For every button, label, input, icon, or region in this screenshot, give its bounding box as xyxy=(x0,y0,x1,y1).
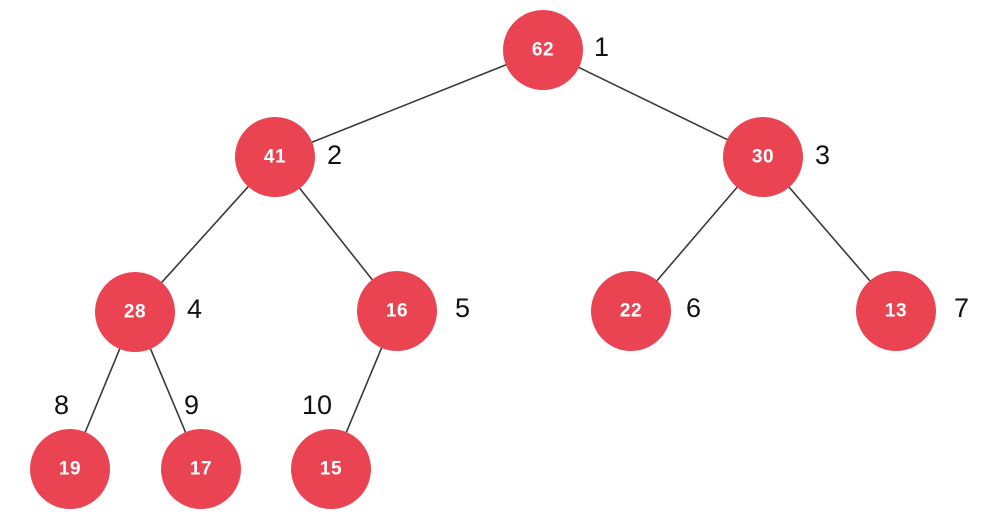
tree-node-index-label-9: 9 xyxy=(184,390,200,420)
tree-node-index-label-7: 7 xyxy=(954,293,970,323)
tree-node-index-label-6: 6 xyxy=(686,293,702,323)
tree-node-index-label-8: 8 xyxy=(54,390,70,420)
tree-edge xyxy=(345,346,383,434)
tree-node-value: 19 xyxy=(58,458,82,479)
tree-edge xyxy=(298,186,374,282)
tree-node-28[interactable]: 28 xyxy=(95,272,175,352)
tree-edge xyxy=(310,63,508,144)
tree-edge xyxy=(84,347,121,434)
tree-node-15[interactable]: 15 xyxy=(291,429,371,509)
tree-node-value: 41 xyxy=(263,146,287,167)
tree-node-22[interactable]: 22 xyxy=(591,271,671,351)
tree-node-index-label-2: 2 xyxy=(327,140,343,170)
tree-node-value: 16 xyxy=(385,300,409,321)
tree-node-value: 15 xyxy=(319,458,343,479)
tree-edge xyxy=(655,185,739,283)
tree-node-index-label-4: 4 xyxy=(187,294,203,324)
tree-edge xyxy=(149,347,187,434)
tree-node-index-label-5: 5 xyxy=(455,293,471,323)
tree-node-16[interactable]: 16 xyxy=(357,271,437,351)
tree-node-index-label-10: 10 xyxy=(302,390,333,420)
tree-node-value: 28 xyxy=(123,301,147,322)
tree-node-value: 30 xyxy=(751,146,775,167)
tree-node-value: 22 xyxy=(619,300,643,321)
tree-node-value: 17 xyxy=(189,458,213,479)
tree-edge xyxy=(577,66,729,141)
tree-node-19[interactable]: 19 xyxy=(30,429,110,509)
tree-node-13[interactable]: 13 xyxy=(856,271,936,351)
tree-node-17[interactable]: 17 xyxy=(161,429,241,509)
tree-node-62[interactable]: 62 xyxy=(503,10,583,90)
tree-edge xyxy=(160,185,250,284)
tree-node-index-label-1: 1 xyxy=(594,32,610,62)
tree-node-30[interactable]: 30 xyxy=(723,117,803,197)
tree-node-index-label-3: 3 xyxy=(815,140,831,170)
tree-edge xyxy=(787,185,872,283)
tree-node-41[interactable]: 41 xyxy=(235,117,315,197)
tree-node-value: 13 xyxy=(884,300,908,321)
tree-node-value: 62 xyxy=(531,39,555,60)
